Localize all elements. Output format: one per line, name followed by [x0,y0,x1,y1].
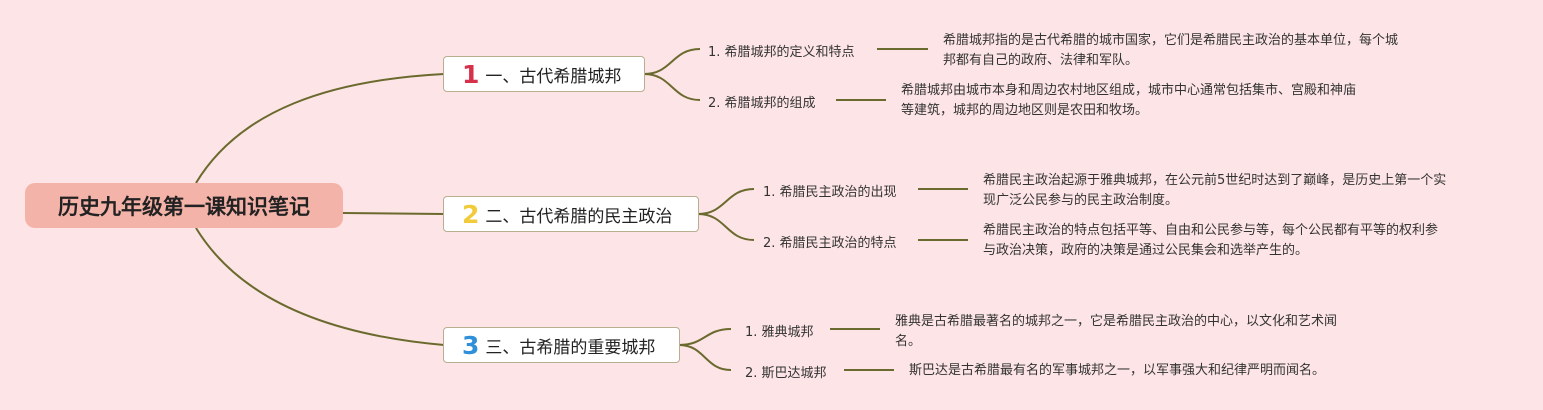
description-line: 斯巴达是古希腊最有名的军事城邦之一，以军事强大和纪律严明而闻名。 [909,363,1326,378]
subtopic-1-1[interactable]: 1. 希腊城邦的定义和特点 [708,45,855,60]
topic-node-3[interactable]: 3 三、古希腊的重要城邦 [443,327,680,363]
subtopic-1-2[interactable]: 2. 希腊城邦的组成 [708,96,816,111]
number-1-icon: 1 [462,59,480,89]
description-line: 希腊民主政治起源于雅典城邦，在公元前5世纪时达到了巅峰，是历史上第一个实 [983,173,1447,188]
topic-title: 三、古希腊的重要城邦 [485,337,656,358]
description-line: 与政治决策，政府的决策是通过公民集会和选举产生的。 [983,243,1309,258]
connector-topic-2-item-1 [697,188,755,215]
description-line: 邦都有自己的政府、法律和军队。 [943,53,1139,68]
subtopic-3-2[interactable]: 2. 斯巴达城邦 [745,366,827,381]
description-line: 希腊城邦指的是古代希腊的城市国家，它们是希腊民主政治的基本单位，每个城 [943,33,1399,48]
description-3-2: 斯巴达是古希腊最有名的军事城邦之一，以军事强大和纪律严明而闻名。 [909,361,1325,381]
topic-title: 一、古代希腊城邦 [485,66,622,87]
description-1-1: 希腊城邦指的是古代希腊的城市国家，它们是希腊民主政治的基本单位，每个城 邦都有自… [943,31,1398,71]
topic-node-1[interactable]: 1 一、古代希腊城邦 [443,56,645,92]
subtopic-2-1[interactable]: 1. 希腊民主政治的出现 [763,185,897,200]
description-2-2: 希腊民主政治的特点包括平等、自由和公民参与等，每个公民都有平等的权利参 与政治决… [983,221,1438,261]
description-line: 现广泛公民参与的民主政治制度。 [983,193,1179,208]
description-line: 雅典是古希腊最著名的城邦之一，它是希腊民主政治的中心，以文化和艺术闻 [895,314,1338,329]
root-node[interactable]: 历史九年级第一课知识笔记 [25,183,343,228]
description-line: 希腊城邦由城市本身和周边农村地区组成，城市中心通常包括集市、宫殿和神庙 [901,83,1357,98]
connector-topic-1-item-1 [643,48,701,75]
subtopic-3-1[interactable]: 1. 雅典城邦 [745,325,814,340]
description-line: 希腊民主政治的特点包括平等、自由和公民参与等，每个公民都有平等的权利参 [983,223,1439,238]
connector-root-topic-2 [342,212,445,215]
connector-root-topic-3 [195,227,445,346]
description-1-2: 希腊城邦由城市本身和周边农村地区组成，城市中心通常包括集市、宫殿和神庙 等建筑，… [901,81,1356,121]
subtopic-2-2[interactable]: 2. 希腊民主政治的特点 [763,236,897,251]
number-2-icon: 2 [462,199,480,229]
connector-topic-1-item-2 [643,73,701,101]
root-title: 历史九年级第一课知识笔记 [58,194,310,219]
description-line: 名。 [895,334,922,349]
topic-node-2[interactable]: 2 二、古代希腊的民主政治 [443,196,699,232]
number-3-icon: 3 [462,330,480,360]
description-3-1: 雅典是古希腊最著名的城邦之一，它是希腊民主政治的中心，以文化和艺术闻 名。 [895,312,1337,352]
topic-title: 二、古代希腊的民主政治 [485,206,673,227]
connector-topic-3-item-1 [678,328,732,346]
connector-topic-3-item-2 [678,344,732,371]
connector-root-topic-1 [195,73,445,184]
description-line: 等建筑，城邦的周边地区则是农田和牧场。 [901,103,1149,118]
connector-topic-2-item-2 [697,213,755,241]
description-2-1: 希腊民主政治起源于雅典城邦，在公元前5世纪时达到了巅峰，是历史上第一个实 现广泛… [983,171,1446,211]
